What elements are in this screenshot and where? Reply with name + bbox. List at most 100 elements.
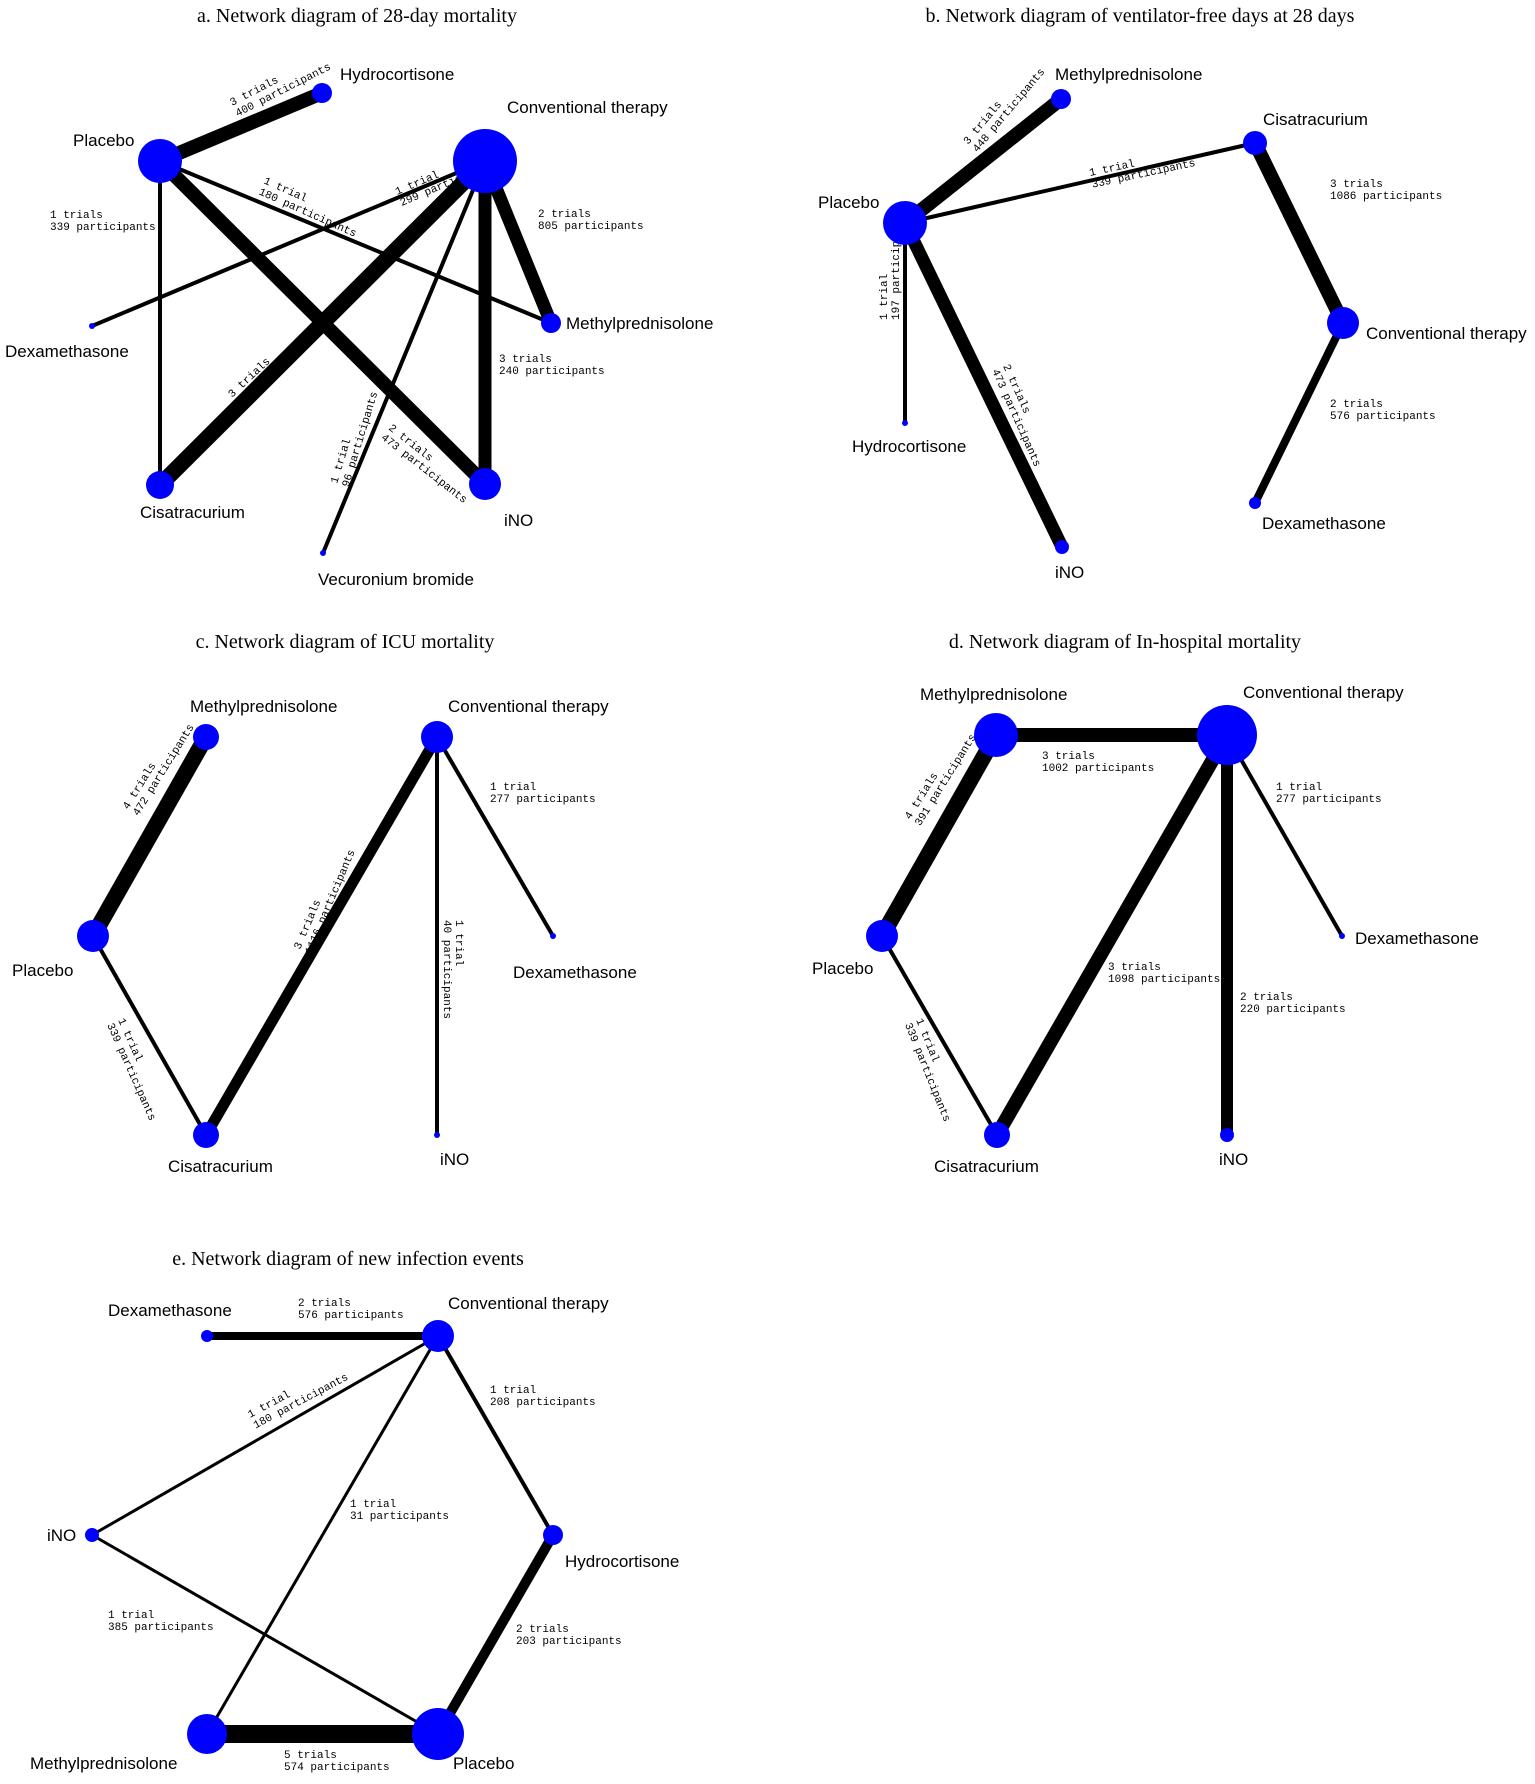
edge-cisatracurium-conventional	[1248, 139, 1350, 327]
edge-trials: 1 trials	[50, 210, 103, 222]
edge-participants: 203 participants	[516, 1636, 622, 1648]
edge-trials: 2 trials	[298, 1298, 351, 1310]
edge-placebo-methylprednisolone	[86, 733, 213, 940]
node-placebo	[883, 201, 927, 245]
node-label-vecuronium: Vecuronium bromide	[318, 570, 474, 589]
node-conventional	[422, 1320, 454, 1352]
node-label-ino: iNO	[47, 1526, 76, 1545]
node-label-placebo: Placebo	[12, 961, 73, 980]
node-label-conventional: Conventional therapy	[448, 1294, 609, 1313]
edge-label: 3 trials1098 participants	[227, 316, 325, 410]
node-label-cisatracurium: Cisatracurium	[1263, 110, 1368, 129]
edge-participants: 339 participants	[50, 222, 156, 234]
node-ino	[1055, 540, 1069, 554]
node-dexamethasone	[550, 933, 556, 939]
edge-trials: 3 trials	[1330, 179, 1383, 191]
node-label-dexamethasone: Dexamethasone	[108, 1301, 232, 1320]
edge-conventional-dexamethasone	[91, 159, 486, 328]
edge-participants: 805 participants	[538, 221, 644, 233]
node-label-conventional: Conventional therapy	[507, 98, 668, 117]
edge-conventional-cisatracurium	[201, 734, 442, 1138]
edge-trials: 1 trial	[108, 1610, 154, 1622]
edge-placebo-methylprednisolone	[875, 731, 1003, 940]
node-conventional	[1197, 705, 1257, 765]
node-label-methylprednisolone: Methylprednisolone	[30, 1754, 177, 1773]
edge-conventional-vecuronium	[321, 160, 487, 554]
edge-conventional-hydrocortisone	[436, 1334, 555, 1537]
node-label-hydrocortisone: Hydrocortisone	[852, 437, 966, 456]
edge-conventional-dexamethasone	[1251, 321, 1347, 505]
edge-label: 1 trial339 participants	[1088, 146, 1196, 191]
node-dexamethasone	[89, 323, 95, 329]
node-hydrocortisone	[902, 420, 908, 426]
node-hydrocortisone	[312, 83, 332, 103]
edge-participants: 1086 participants	[1330, 191, 1442, 203]
edge-participants: 31 participants	[350, 1511, 449, 1523]
node-label-ino: iNO	[1055, 563, 1084, 582]
edge-participants: 574 participants	[284, 1762, 390, 1774]
panel-c: c. Network diagram of ICU mortality 4 tri…	[12, 631, 637, 1176]
panel-title: c. Network diagram of ICU mortality	[196, 631, 495, 653]
node-ino	[469, 468, 501, 500]
edge-conventional-dexamethasone	[435, 735, 555, 938]
edge-participants: 240 participants	[499, 366, 605, 378]
node-label-conventional: Conventional therapy	[1366, 324, 1527, 343]
edge-participants: 40 participants	[440, 920, 452, 1019]
edge-participants: 385 participants	[108, 1622, 214, 1634]
edge-trials: 3 trials	[1042, 751, 1095, 763]
node-dexamethasone	[1249, 497, 1261, 509]
edge-conventional-cisatracurium	[154, 155, 491, 491]
edge-participants: 1098 participants	[1108, 974, 1220, 986]
node-placebo	[866, 920, 898, 952]
node-label-placebo: Placebo	[453, 1754, 514, 1773]
node-label-methylprednisolone: Methylprednisolone	[1055, 65, 1202, 84]
node-label-conventional: Conventional therapy	[448, 697, 609, 716]
edge-trials: 1 trial	[1276, 782, 1322, 794]
edge-participants: 576 participants	[298, 1310, 404, 1322]
edge-participants: 1098 participants	[235, 324, 325, 409]
edge-label: 1 trial96 participants	[329, 387, 381, 489]
panel-d: d. Network diagram of In-hospital mortal…	[812, 631, 1479, 1176]
panel-title: d. Network diagram of In-hospital mortal…	[949, 631, 1301, 653]
edge-participants: 208 participants	[490, 1397, 596, 1409]
node-dexamethasone	[201, 1330, 213, 1342]
node-label-ino: iNO	[440, 1150, 469, 1169]
node-conventional	[1327, 307, 1359, 339]
node-ino	[85, 1528, 99, 1542]
panel-title: b. Network diagram of ventilator-free da…	[926, 5, 1355, 27]
edge-trials: 1 trial	[490, 782, 536, 794]
node-vecuronium	[320, 550, 326, 556]
panel-b: b. Network diagram of ventilator-free da…	[818, 5, 1527, 582]
edge-label: 1 trial40 participants	[440, 920, 464, 1019]
edge-trials: 3 trials	[1108, 962, 1161, 974]
node-placebo	[412, 1708, 464, 1760]
node-label-placebo: Placebo	[73, 131, 134, 150]
node-ino	[1220, 1128, 1234, 1142]
edge-participants: 220 participants	[1240, 1004, 1346, 1016]
node-cisatracurium	[146, 471, 174, 499]
edge-trials: 1 trial	[452, 920, 464, 966]
node-label-dexamethasone: Dexamethasone	[513, 963, 637, 982]
node-label-cisatracurium: Cisatracurium	[140, 503, 245, 522]
node-methylprednisolone	[193, 724, 219, 750]
edge-placebo-cisatracurium	[91, 935, 208, 1136]
